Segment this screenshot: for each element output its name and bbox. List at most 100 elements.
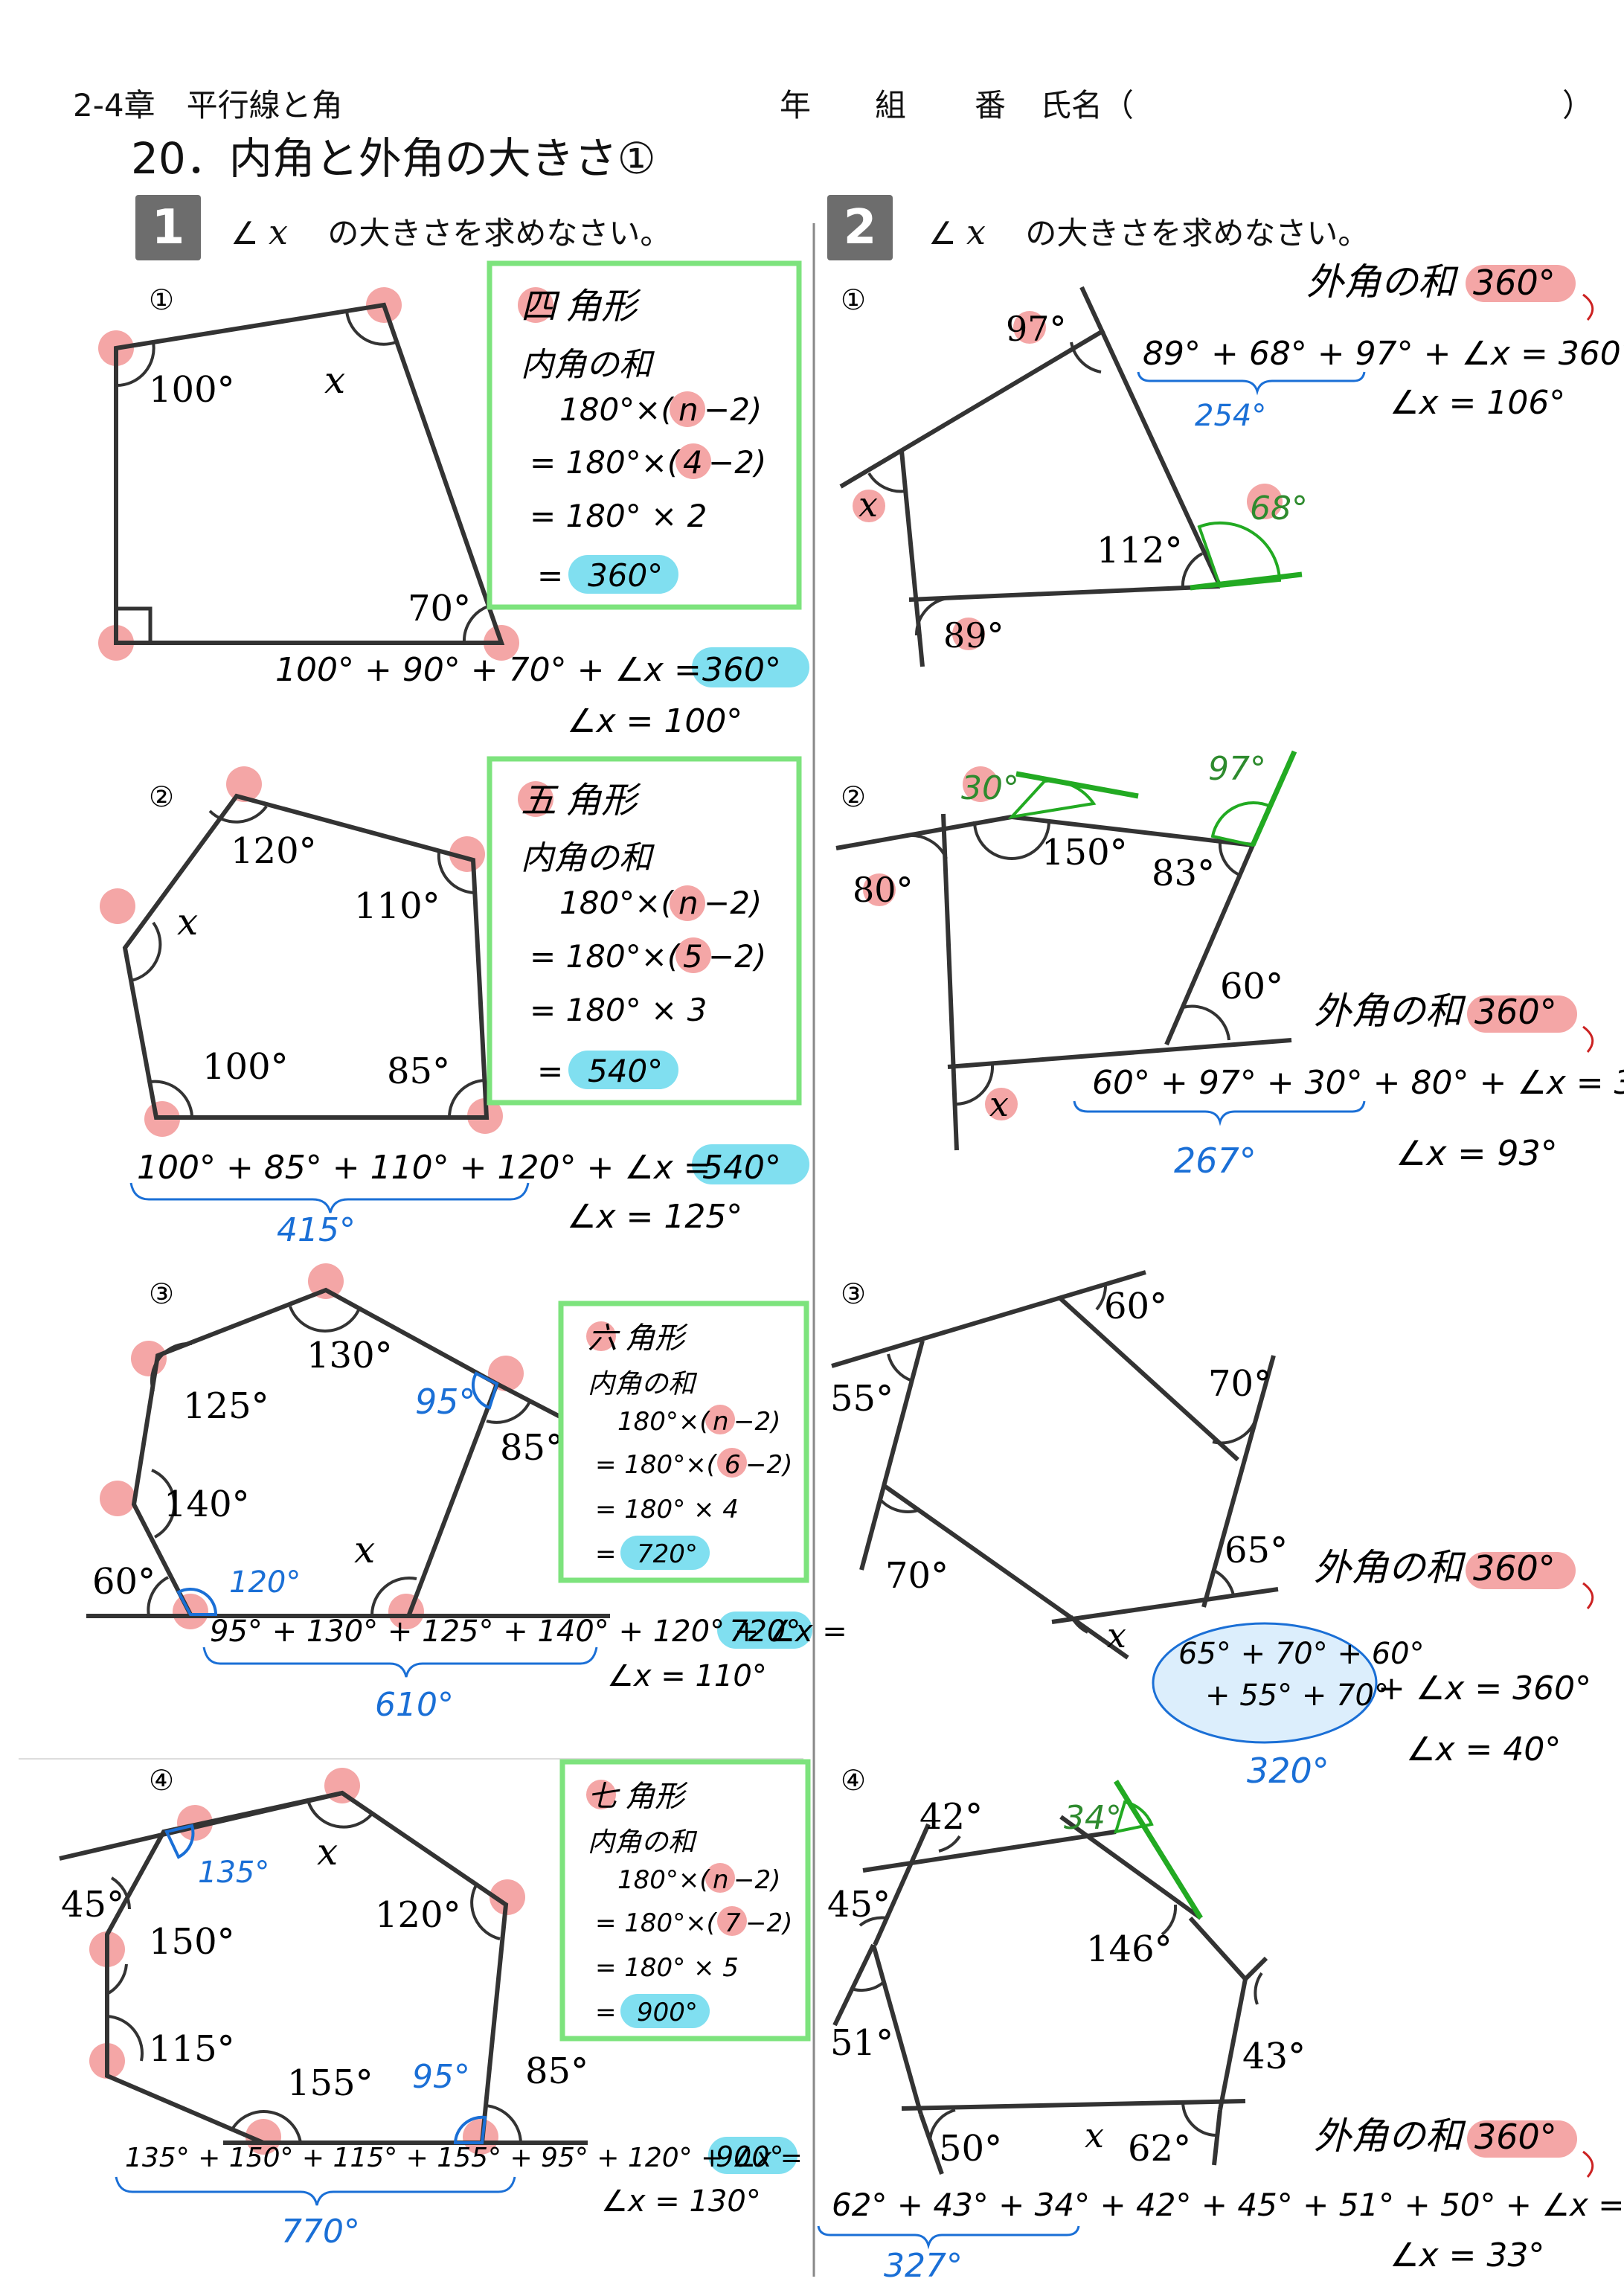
angle-arc (887, 1353, 913, 1382)
exterior-sum-value: 360° (1473, 263, 1556, 303)
box-n: 7 (725, 1908, 741, 1938)
problem-label: ④ (841, 1764, 866, 1797)
box-line: 180°×( (559, 391, 674, 428)
angle-arc (878, 1497, 919, 1513)
angle-arc (1095, 1283, 1108, 1311)
green-annotation: 30° (961, 769, 1019, 807)
angle-arc (1182, 1004, 1230, 1041)
equation: 135° + 150° + 115° + 155° + 95° + 120° +… (125, 2143, 803, 2173)
side (1243, 1956, 1268, 1981)
check-mark (1582, 2150, 1594, 2178)
partial-sum: 327° (884, 2247, 963, 2285)
angle-label: 89° (943, 615, 1004, 655)
side (1057, 1295, 1240, 1462)
angle-arc (151, 1469, 176, 1539)
angle-label: 100° (202, 1046, 289, 1088)
partial-sum: 267° (1174, 1141, 1256, 1181)
equation: 60° + 97° + 30° + 80° + ∠x = 360° (1092, 1064, 1624, 1102)
equation: 100° + 90° + 70° + ∠x = (275, 651, 702, 689)
box-line: −2) (745, 1450, 792, 1480)
highlight (1466, 1552, 1576, 1589)
box-line: = 180°×( (595, 1450, 718, 1480)
angle-label: 60° (92, 1561, 155, 1603)
box-result: 540° (588, 1053, 663, 1089)
blue-annotation: 120° (229, 1565, 301, 1600)
shape-char: 五 (521, 780, 559, 821)
angle-arc (902, 833, 948, 859)
angle-label: 45° (827, 1884, 890, 1925)
equation: + ∠x = 360° (1378, 1670, 1591, 1707)
angle-arc (231, 2110, 302, 2143)
answer: ∠x = 106° (1390, 384, 1565, 422)
angle-arc (437, 852, 477, 895)
box-line: 180°×( (559, 885, 674, 921)
highlight (675, 937, 711, 973)
box-line: = 180°×( (530, 938, 681, 975)
highlight (518, 781, 553, 817)
side (908, 584, 1221, 602)
angle-label: 146° (1086, 1928, 1172, 1970)
green-hatch (1210, 801, 1273, 847)
highlight (620, 1536, 710, 1570)
angle-arc (914, 597, 949, 636)
angle-arc (1181, 2102, 1216, 2137)
number-label: 番 (975, 87, 1007, 124)
vertex-dot (131, 1341, 167, 1376)
green-hatch (1197, 521, 1282, 589)
side (831, 1270, 1146, 1368)
angle-label: 150° (1042, 832, 1128, 873)
angle-label: 112° (1097, 530, 1183, 571)
box-n: 6 (725, 1450, 741, 1480)
answer: ∠x = 125° (567, 1198, 742, 1236)
angle-arc (1212, 1568, 1235, 1596)
box-result: 720° (637, 1539, 698, 1569)
pentagon (122, 793, 490, 1120)
angle-label: 60° (1220, 966, 1283, 1007)
angle-arc (370, 1577, 417, 1617)
angle-arc (1070, 1615, 1088, 1634)
vertex-dot (488, 1356, 524, 1391)
angle-label: 60° (1104, 1286, 1167, 1327)
box-n: 5 (683, 938, 703, 975)
angle-label: 83° (1152, 853, 1215, 894)
highlight (705, 1863, 735, 1893)
box-eq: = (595, 1539, 617, 1569)
right-angle-mark (114, 606, 153, 645)
angle-arc (150, 1080, 193, 1117)
shape-name: 角形 (625, 1780, 688, 1814)
side (919, 2114, 944, 2175)
vertex-dot (245, 2119, 281, 2155)
side (862, 1830, 1117, 1873)
problem-label: ② (149, 780, 174, 813)
angle-label: 70° (1208, 1363, 1271, 1405)
blue-hatch (472, 1371, 499, 1410)
vertex-dot (100, 888, 135, 924)
angle-x: x (989, 1084, 1009, 1124)
angle-label: 50° (939, 2128, 1002, 2170)
s1-problem-4: ④ 45° x 150° 120° 115° 155° 85° 135° 95°… (59, 1759, 811, 2251)
chapter-label: 2-4章 平行線と角 (73, 87, 343, 124)
s2-problem-1: ① 97° x 112° 89° 68° 外角の和 360° 89° + 68°… (839, 260, 1624, 667)
side (832, 1943, 876, 2027)
angle-arc (306, 1800, 373, 1829)
angle-arc (289, 1306, 362, 1333)
side (871, 1944, 923, 2115)
x-variable: x (966, 212, 986, 252)
s2-problem-2: ② 30° 97° 150° 80° 83° 60° x 外角の和 360° 6… (835, 750, 1624, 1181)
highlight (1466, 265, 1576, 302)
angle-label: 125° (183, 1385, 269, 1427)
angle-arc (1161, 1904, 1178, 1936)
angle-arc (858, 1916, 888, 1927)
instruction-text: の大きさを求めなさい。 (1025, 215, 1370, 251)
box-line: −2) (745, 1908, 792, 1938)
box-line: = 180° × 2 (530, 498, 707, 534)
equation-result: 900° (716, 2141, 784, 2173)
side (1059, 1815, 1202, 1920)
angle-arc (462, 605, 489, 644)
problem-label: ③ (841, 1277, 866, 1310)
shape-char: 六 (588, 1321, 620, 1356)
angle-arc (928, 2109, 956, 2143)
highlight (692, 647, 809, 687)
partial-sum: 610° (375, 1686, 454, 1724)
box-n: n (713, 1865, 729, 1895)
